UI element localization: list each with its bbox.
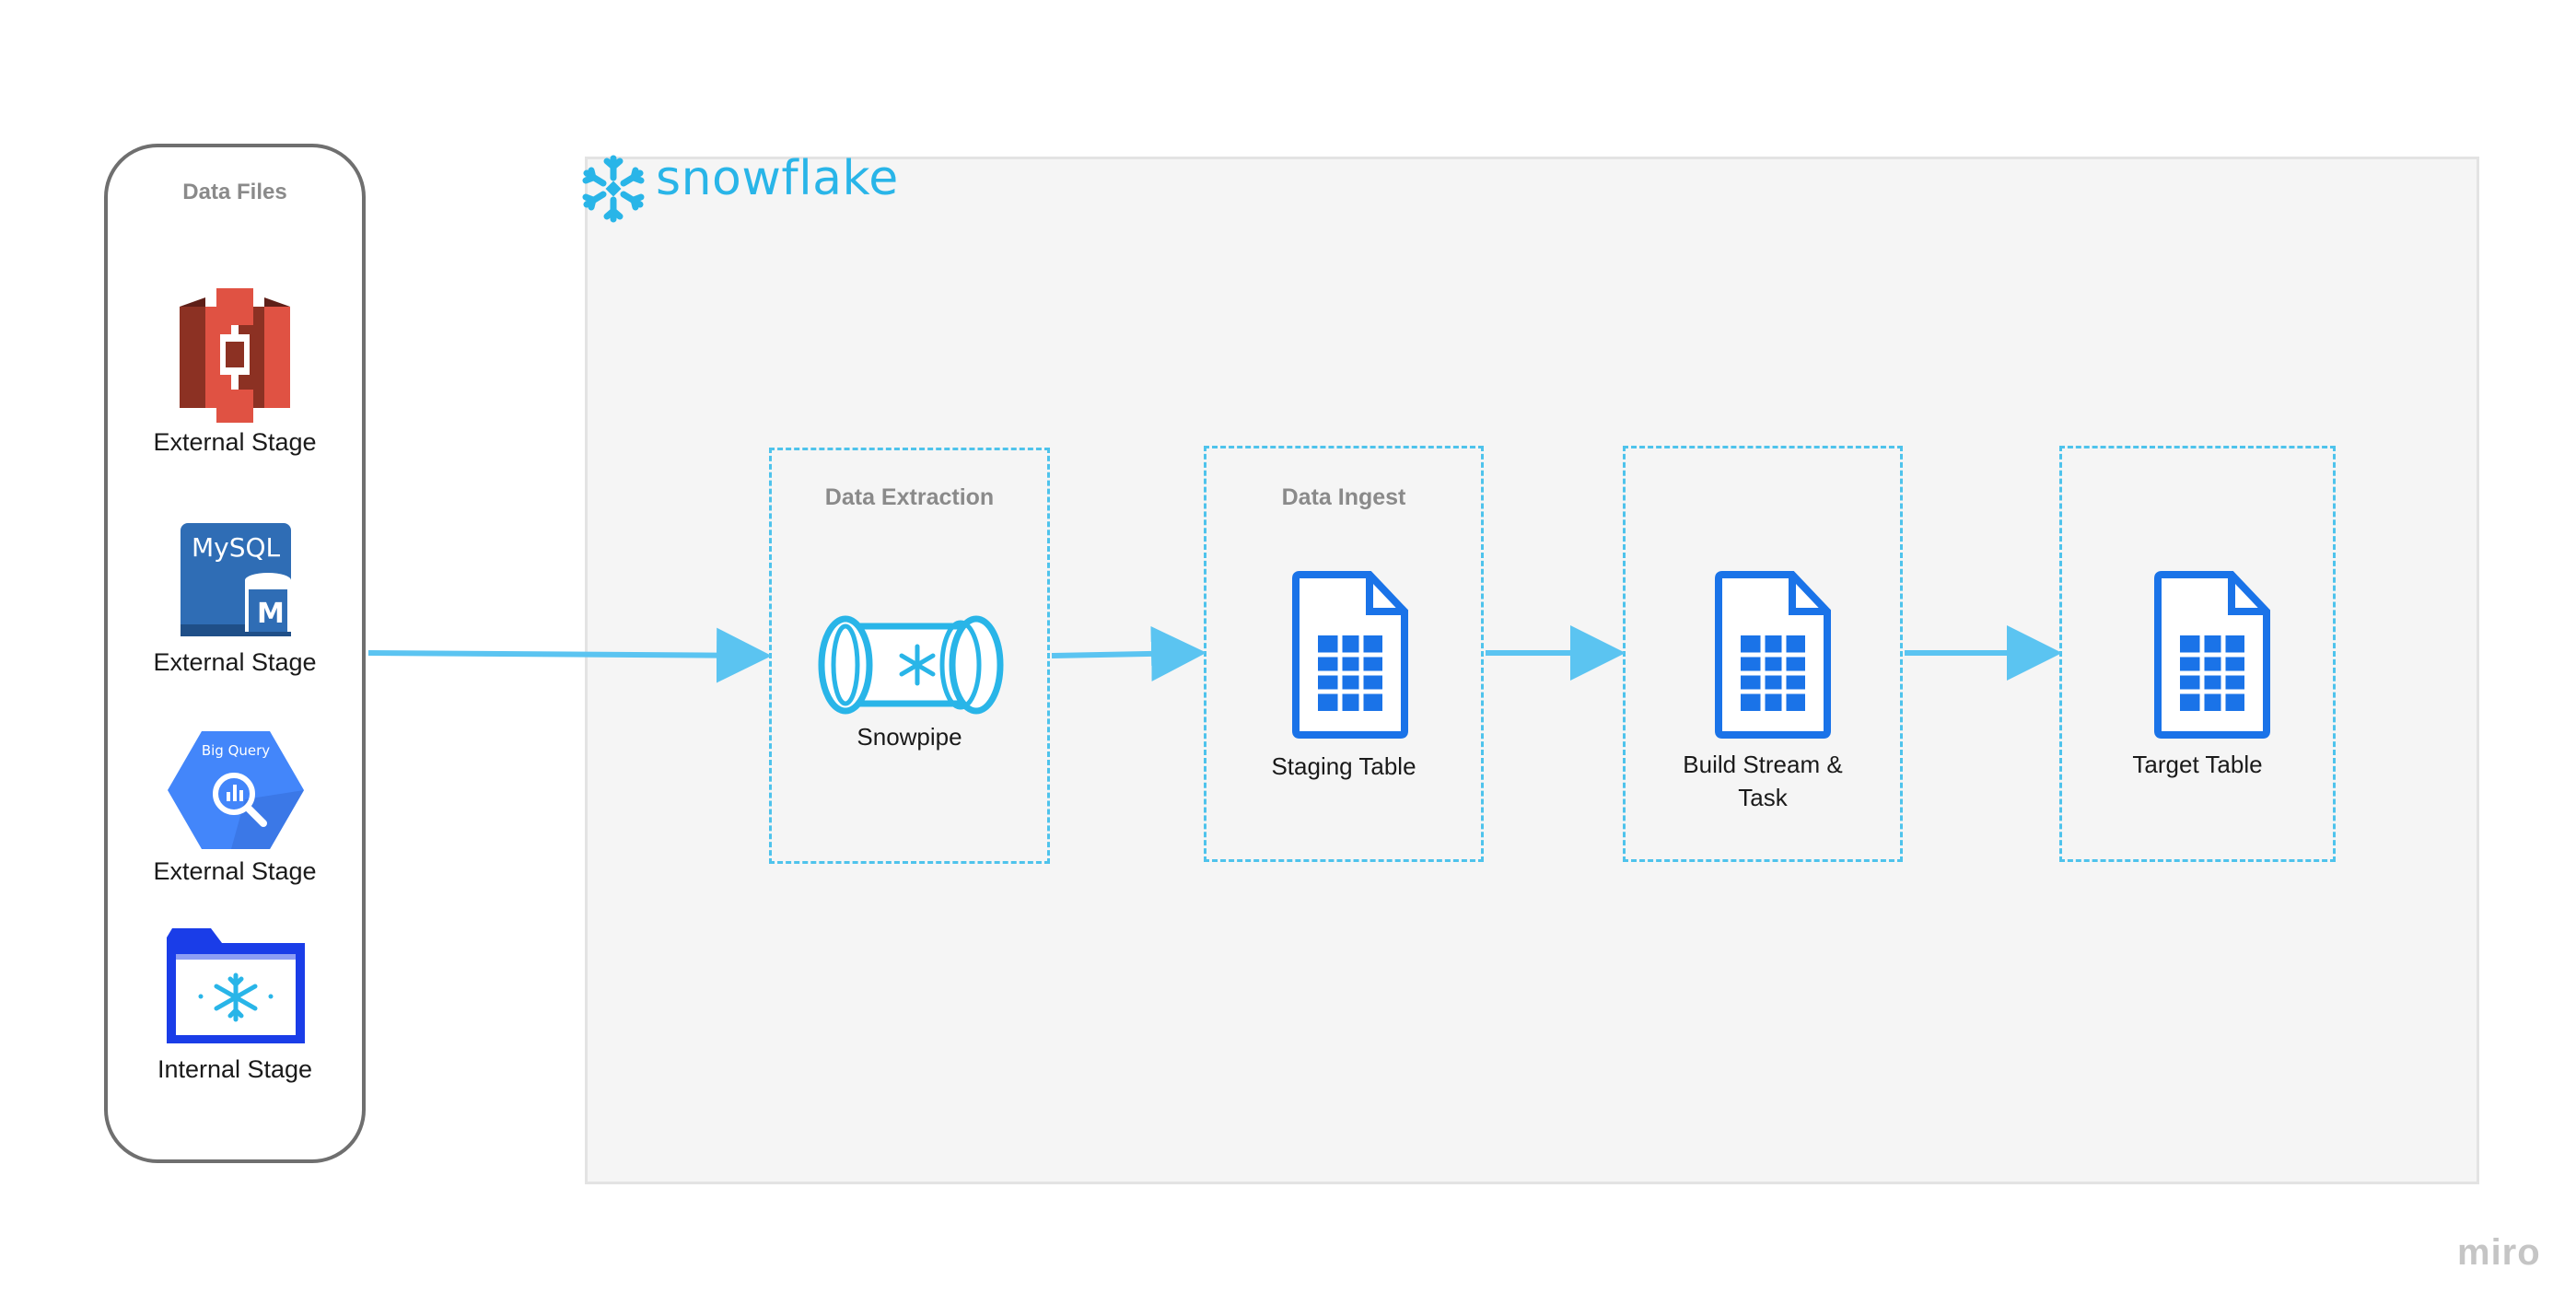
- source-label-s3: External Stage: [153, 428, 317, 456]
- step-label-build-stream-task: Build Stream & Task: [1623, 748, 1903, 814]
- step-title-data-ingest: Data Ingest: [1281, 484, 1406, 510]
- spreadsheet-icon: [2154, 571, 2270, 739]
- arrow-files-to-extraction: [367, 627, 772, 683]
- step-title-data-extraction: Data Extraction: [824, 484, 995, 510]
- mysql-icon-text: MySQL: [192, 532, 281, 563]
- snowflake-wordmark: snowflake: [656, 151, 899, 206]
- bigquery-icon-text: Big Query: [202, 742, 270, 759]
- miro-watermark: miro: [2457, 1232, 2541, 1273]
- mysql-database-icon: MySQL M: [181, 523, 291, 636]
- snowflake-folder-icon: [167, 928, 305, 1043]
- step-label-target-table: Target Table: [2132, 751, 2263, 778]
- snowflake-logo-icon: [582, 155, 645, 223]
- step-label-line-1: Build Stream &: [1683, 751, 1843, 778]
- aws-s3-icon: [180, 288, 290, 423]
- step-label-snowpipe: Snowpipe: [857, 723, 962, 751]
- source-label-bigquery: External Stage: [153, 857, 317, 885]
- snowpipe-icon: [818, 615, 1004, 715]
- step-label-staging-table: Staging Table: [1271, 752, 1416, 780]
- arrow-extraction-to-ingest: [1051, 625, 1206, 681]
- source-label-mysql: External Stage: [153, 648, 317, 676]
- spreadsheet-icon: [1292, 571, 1408, 739]
- google-bigquery-icon: Big Query: [168, 731, 304, 849]
- spreadsheet-icon: [1715, 571, 1831, 739]
- flow-arrows: [367, 625, 2062, 683]
- mysql-badge-text: M: [257, 598, 285, 630]
- step-label-line-2: Task: [1738, 784, 1788, 811]
- source-label-internal: Internal Stage: [157, 1055, 313, 1083]
- data-files-title: Data Files: [182, 180, 287, 204]
